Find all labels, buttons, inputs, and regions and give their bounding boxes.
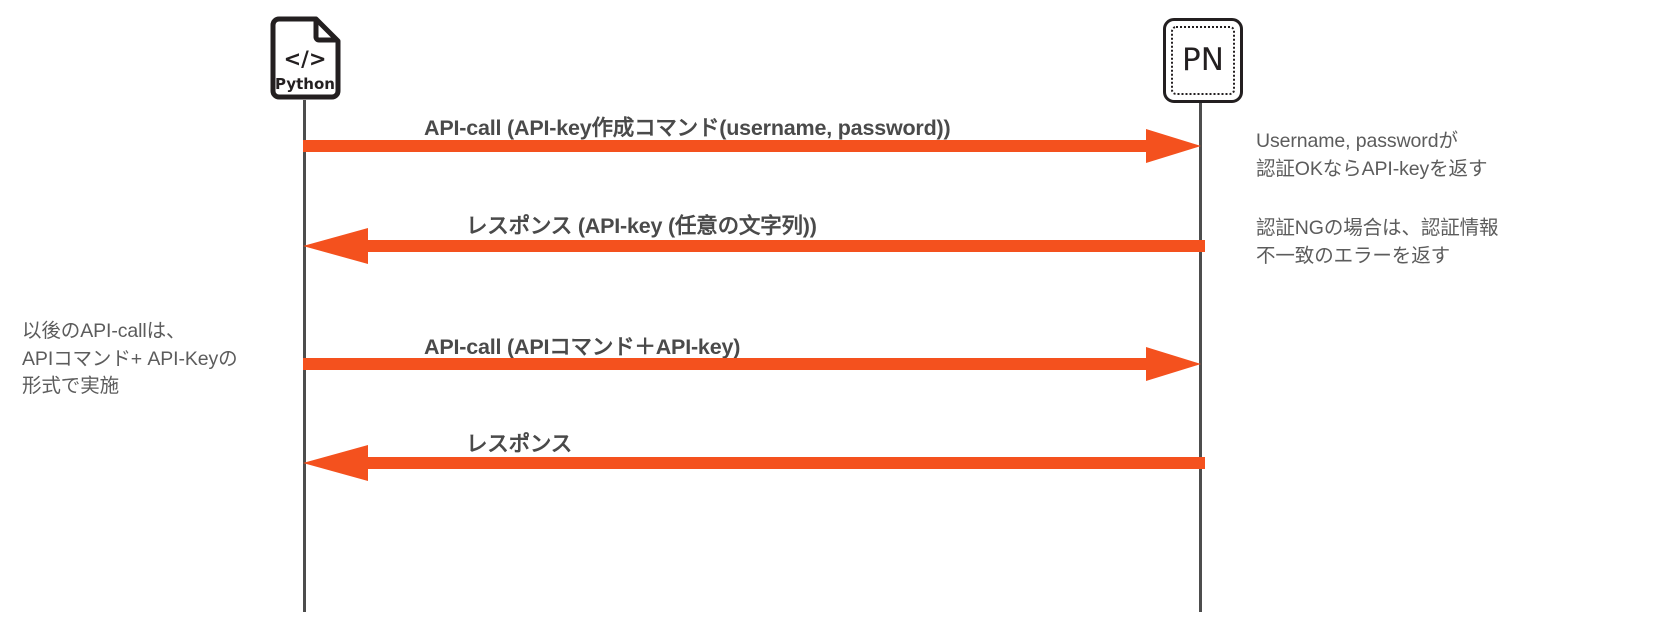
participant-server-pn[interactable]: PN — [1163, 18, 1243, 103]
message-arrow-4-left — [296, 443, 1206, 483]
svg-text:Python: Python — [275, 75, 335, 93]
message-arrow-3-right — [303, 344, 1208, 384]
lifeline-server — [1199, 103, 1202, 612]
svg-text:</>: </> — [284, 47, 327, 71]
pn-box-outer — [1163, 18, 1243, 103]
message-arrow-2-left — [296, 226, 1206, 266]
pn-box-inner: PN — [1171, 26, 1235, 95]
message-label-1: API-call (API-key作成コマンド(username, passwo… — [424, 116, 951, 140]
python-file-icon: </> Python — [270, 16, 341, 100]
message-label-4: レスポンス — [466, 432, 573, 456]
message-label-2: レスポンス (API-key (任意の文字列)) — [466, 214, 817, 238]
note-left-api-call-format: 以後のAPI-callは、 APIコマンド+ API-Keyの 形式で実施 — [22, 320, 238, 398]
pn-label: PN — [1182, 42, 1224, 78]
lifeline-client — [303, 100, 306, 612]
message-label-3: API-call (APIコマンド＋API-key) — [424, 335, 741, 359]
participant-client-python[interactable]: </> Python — [268, 16, 343, 104]
message-arrow-1-right — [303, 126, 1208, 166]
note-right-auth-ng: 認証NGの場合は、認証情報 不一致のエラーを返す — [1256, 217, 1499, 267]
note-right-auth-ok: Username, passwordが 認証OKならAPI-keyを返す — [1256, 130, 1488, 180]
